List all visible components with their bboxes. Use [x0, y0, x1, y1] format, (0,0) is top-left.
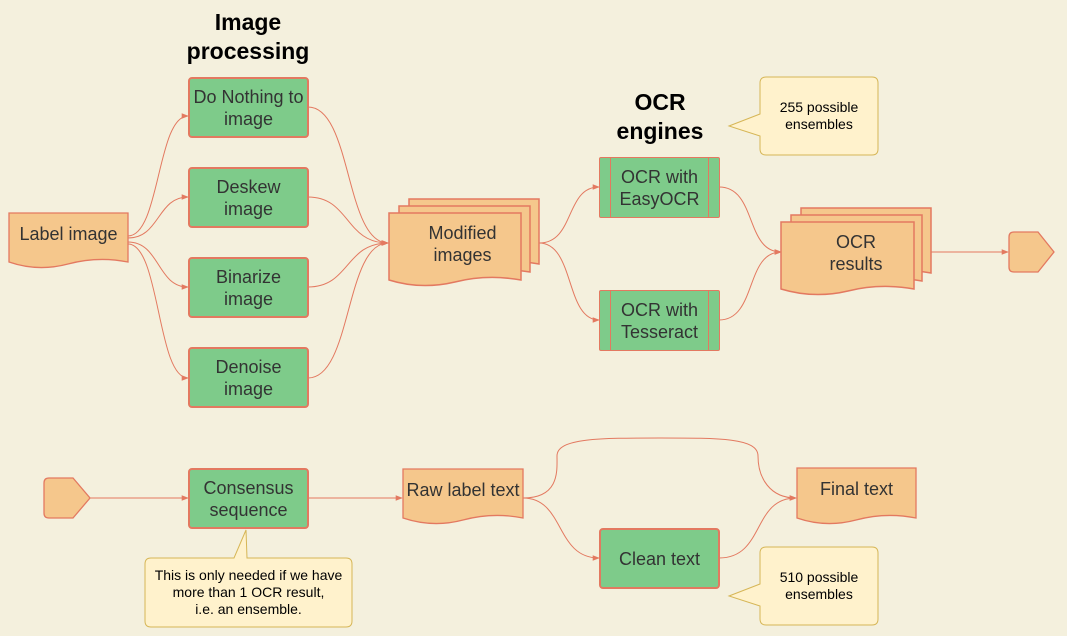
ocr-easyocr-node[interactable]: OCR with EasyOCR: [599, 157, 720, 218]
deskew-node[interactable]: Deskew image: [188, 167, 309, 228]
edge-tesseract-to-results: [718, 249, 782, 321]
label-image-shape[interactable]: [8, 212, 129, 269]
ocr-engines-title: OCR engines: [616, 89, 704, 144]
edge-raw-to-final: [522, 437, 797, 501]
note-255-shape: [727, 76, 879, 156]
edge-label-to-denoise: [127, 243, 189, 381]
denoise-node[interactable]: Denoise image: [188, 347, 309, 408]
note-255-ensembles: 255 possible ensembles: [779, 99, 859, 132]
note-510-ensembles: 510 possible ensembles: [779, 569, 859, 602]
edge-easyocr-to-results: [718, 186, 782, 255]
raw-label-text-shape[interactable]: [402, 468, 524, 525]
label-image-node[interactable]: Label image: [19, 224, 118, 244]
note-510-shape: [727, 546, 879, 626]
edge-label-to-deskew: [127, 194, 189, 239]
edge-label-to-donothing: [127, 113, 189, 237]
edge-clean-to-final: [718, 495, 797, 559]
modified-images-node[interactable]: Modified images: [428, 223, 497, 265]
note-ensemble-needed: This is only needed if we have more than…: [154, 567, 343, 617]
do-nothing-node[interactable]: Do Nothing to image: [188, 77, 309, 138]
modified-images-shape[interactable]: [388, 198, 540, 287]
ocr-results-shape[interactable]: [780, 207, 932, 296]
ocr-tesseract-node[interactable]: OCR with Tesseract: [599, 290, 720, 351]
edge-modified-to-tesseract: [538, 242, 600, 323]
ocr-results-node[interactable]: OCR results: [829, 232, 883, 274]
raw-label-text-node[interactable]: Raw label text: [406, 480, 520, 500]
final-text-shape[interactable]: [796, 467, 917, 525]
edge-raw-to-clean: [522, 497, 600, 561]
offpage-connector-right[interactable]: [1008, 231, 1055, 273]
note-ensemble-shape: [144, 529, 353, 628]
edge-label-to-binarize: [127, 241, 189, 290]
final-text-node[interactable]: Final text: [819, 479, 894, 499]
edge-denoise-to-modified: [307, 240, 389, 379]
edge-binarize-to-modified: [307, 240, 389, 288]
binarize-node[interactable]: Binarize image: [188, 257, 309, 318]
edge-modified-to-easyocr: [538, 184, 600, 244]
offpage-connector-left[interactable]: [43, 477, 91, 519]
edge-donothing-to-modified: [307, 106, 389, 246]
edge-deskew-to-modified: [307, 196, 389, 246]
consensus-node[interactable]: Consensus sequence: [188, 468, 309, 529]
clean-text-node[interactable]: Clean text: [599, 528, 720, 589]
image-processing-title: Image processing: [186, 9, 310, 64]
